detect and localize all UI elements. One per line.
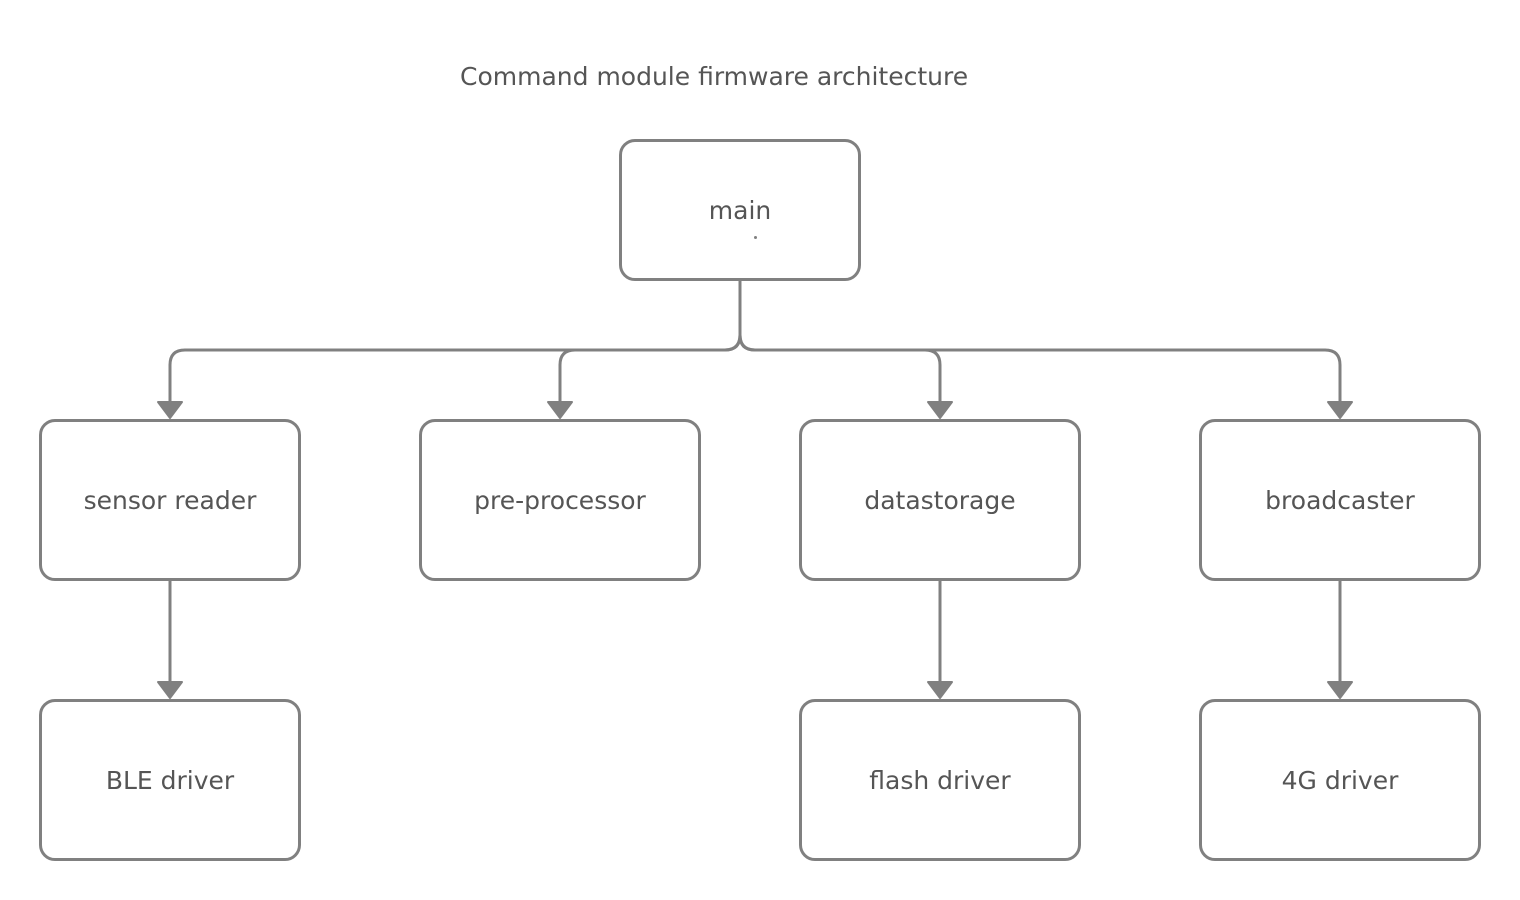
node-label: sensor reader (83, 485, 257, 515)
arrowhead-sensor-reader (157, 401, 183, 419)
stray-dot (754, 236, 757, 239)
node-label: main (708, 195, 772, 225)
node-pre-processor[interactable]: pre-processor (419, 419, 701, 581)
node-label: pre-processor (474, 485, 646, 515)
arrowhead-datastorage (927, 401, 953, 419)
node-label: flash driver (869, 765, 1011, 795)
node-flash-driver[interactable]: flash driver (799, 699, 1081, 861)
node-label: 4G driver (1281, 765, 1399, 795)
edge-main-datastorage (738, 334, 942, 404)
node-ble-driver[interactable]: BLE driver (39, 699, 301, 861)
edge-main-pre-processor (558, 334, 742, 404)
node-sensor-reader[interactable]: sensor reader (39, 419, 301, 581)
edge-main-trunk (168, 281, 742, 404)
node-main[interactable]: main (619, 139, 861, 281)
node-datastorage[interactable]: datastorage (799, 419, 1081, 581)
arrowhead-ble-driver (157, 681, 183, 699)
arrowhead-4g-driver (1327, 681, 1353, 699)
arrowhead-pre-processor (547, 401, 573, 419)
arrowhead-flash-driver (927, 681, 953, 699)
arrowhead-broadcaster (1327, 401, 1353, 419)
node-4g-driver[interactable]: 4G driver (1199, 699, 1481, 861)
node-label: datastorage (864, 485, 1016, 515)
node-broadcaster[interactable]: broadcaster (1199, 419, 1481, 581)
node-label: BLE driver (105, 765, 235, 795)
edge-main-broadcaster (738, 334, 1342, 404)
diagram-title: Command module firmware architecture (460, 62, 969, 91)
node-label: broadcaster (1265, 485, 1415, 515)
